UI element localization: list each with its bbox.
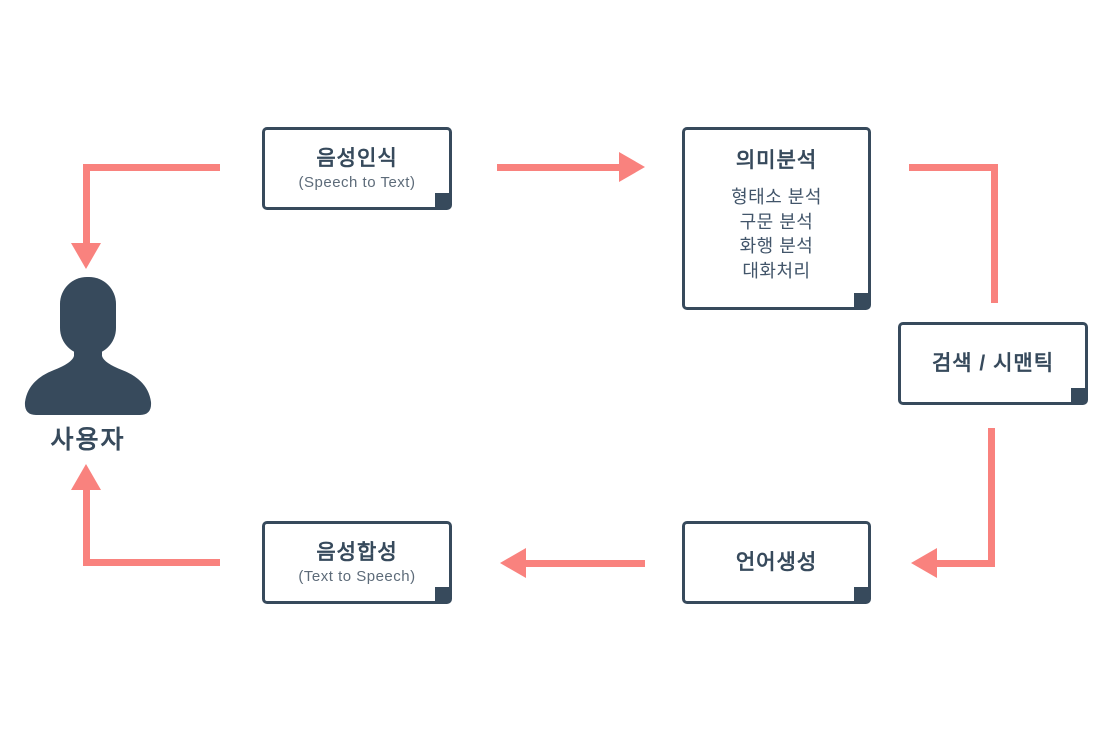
arrow-segment (991, 164, 998, 303)
node-title-speech-synthesis: 음성합성 (316, 541, 398, 565)
node-title-search-semantic: 검색 / 시맨틱 (931, 351, 1055, 375)
semantic-analysis-item: 형태소 분석 (731, 187, 822, 208)
arrow-segment (83, 164, 220, 171)
arrowhead-right-icon (619, 152, 648, 182)
arrowhead-left-icon (908, 548, 937, 578)
node-speech-recognition: 음성인식 (Speech to Text) (262, 127, 452, 210)
arrow-segment (83, 164, 90, 244)
arrowhead-down-icon (71, 243, 101, 272)
semantic-analysis-item: 대화처리 (742, 260, 811, 281)
arrow-segment (988, 428, 995, 567)
node-language-generation: 언어생성 (682, 521, 871, 604)
user-label: 사용자 (50, 426, 126, 454)
arrow-segment (83, 487, 90, 566)
arrowhead-left-icon (497, 548, 526, 578)
arrow-segment (497, 164, 619, 171)
arrowhead-up-icon (71, 461, 101, 490)
corner-accent-square (854, 587, 868, 601)
arrow-segment (83, 559, 220, 566)
semantic-analysis-item: 화행 분석 (739, 236, 814, 257)
node-subtitle-speech-recognition: (Speech to Text) (298, 173, 416, 191)
node-semantic-analysis: 의미분석 형태소 분석 구문 분석 화행 분석 대화처리 (682, 127, 871, 310)
semantic-analysis-item: 구문 분석 (739, 211, 814, 232)
node-subtitle-speech-synthesis: (Text to Speech) (298, 567, 416, 585)
corner-accent-square (435, 193, 449, 207)
node-title-language-generation: 언어생성 (735, 550, 818, 574)
arrow-segment (934, 560, 994, 567)
node-search-semantic: 검색 / 시맨틱 (898, 322, 1088, 405)
node-title-semantic-analysis: 의미분석 (735, 149, 818, 172)
node-title-speech-recognition: 음성인식 (316, 147, 398, 171)
person-silhouette-icon (24, 277, 152, 415)
node-speech-synthesis: 음성합성 (Text to Speech) (262, 521, 452, 604)
corner-accent-square (435, 587, 449, 601)
semantic-analysis-item-list: 형태소 분석 구문 분석 화행 분석 대화처리 (731, 185, 822, 283)
corner-accent-square (854, 293, 868, 307)
arrow-segment (523, 560, 645, 567)
corner-accent-square (1071, 388, 1085, 402)
arrow-segment (909, 164, 998, 171)
